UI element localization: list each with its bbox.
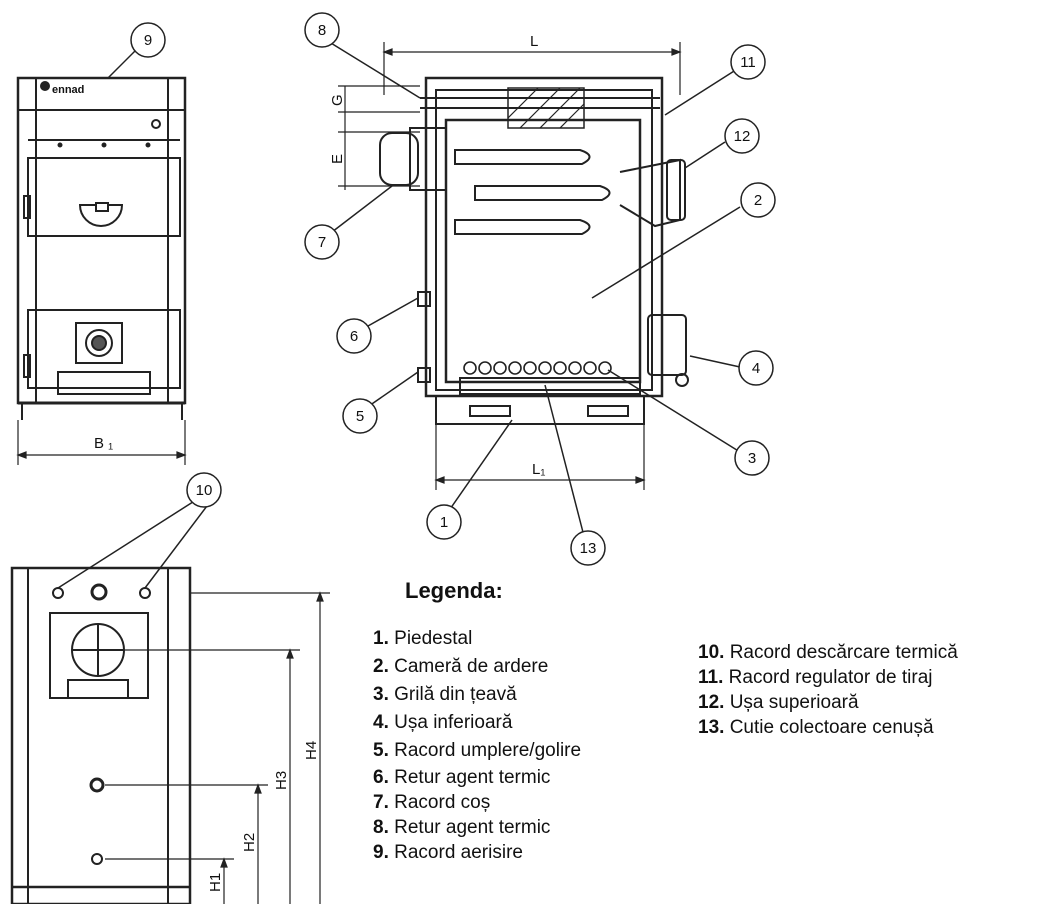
legend-column-right: 10. Racord descărcare termică 11. Racord… — [698, 640, 958, 740]
dim-E: E — [329, 154, 346, 164]
dim-H1: H1 — [207, 873, 224, 892]
svg-text:2: 2 — [754, 192, 762, 209]
callouts: 9 8 11 12 2 7 6 4 5 3 10 1 13 — [130, 12, 776, 566]
callout-5: 5 — [342, 398, 378, 434]
callout-4: 4 — [738, 350, 774, 386]
svg-text:13: 13 — [580, 540, 597, 557]
legend-item-13: 13. Cutie colectoare cenușă — [698, 717, 934, 738]
callout-6: 6 — [336, 318, 372, 354]
legend-item-7: 7. Racord coș — [373, 792, 491, 813]
svg-text:5: 5 — [356, 408, 364, 425]
front-view — [16, 76, 187, 420]
svg-text:11: 11 — [740, 54, 756, 71]
legend-column-left: 1. Piedestal 2. Cameră de ardere 3. Gril… — [373, 625, 581, 865]
dim-L: L — [530, 33, 538, 50]
callout-11: 11 — [730, 44, 766, 80]
svg-text:12: 12 — [734, 128, 751, 145]
legend-item-1: 1. Piedestal — [373, 628, 473, 649]
dim-H2: H2 — [241, 833, 258, 852]
callout-1: 1 — [426, 504, 462, 540]
legend-item-11: 11. Racord regulator de tiraj — [698, 667, 933, 688]
svg-text:8: 8 — [318, 22, 326, 39]
dim-G: G — [329, 94, 346, 106]
legend-item-3: 3. Grilă din țeavă — [373, 684, 517, 705]
callout-2: 2 — [740, 182, 776, 218]
legend-item-2: 2. Cameră de ardere — [373, 656, 549, 677]
svg-text:10: 10 — [196, 482, 213, 499]
svg-text:1: 1 — [440, 514, 448, 531]
dim-H4: H4 — [303, 741, 320, 760]
dimension-labels: L L₁ B ₁ ennad G E H4 H3 H2 H1 — [52, 33, 545, 892]
dim-B1: B ₁ — [94, 435, 113, 452]
brand-logo-icon — [40, 81, 50, 91]
callout-9: 9 — [130, 22, 166, 58]
legend-title: Legenda: — [405, 578, 503, 603]
dim-L1: L₁ — [532, 461, 545, 478]
legend-item-4: 4. Ușa inferioară — [373, 712, 513, 733]
legend-item-12: 12. Ușa superioară — [698, 692, 859, 713]
callout-10: 10 — [186, 472, 222, 508]
brand-logo: ennad — [52, 84, 84, 96]
callout-8: 8 — [304, 12, 340, 48]
callout-13: 13 — [570, 530, 606, 566]
legend-item-9: 9. Racord aerisire — [373, 842, 523, 863]
legend-item-6: 6. Retur agent termic — [373, 767, 551, 788]
legend-item-8: 8. Retur agent termic — [373, 817, 551, 838]
svg-text:6: 6 — [350, 328, 358, 345]
side-section-view — [379, 76, 689, 425]
callout-3: 3 — [734, 440, 770, 476]
callout-12: 12 — [724, 118, 760, 154]
dim-H3: H3 — [273, 771, 290, 790]
callout-7: 7 — [304, 224, 340, 260]
svg-text:7: 7 — [318, 234, 326, 251]
legend-item-5: 5. Racord umplere/golire — [373, 740, 582, 761]
legend-item-10: 10. Racord descărcare termică — [698, 642, 958, 663]
svg-text:4: 4 — [752, 360, 760, 377]
svg-text:3: 3 — [748, 450, 756, 467]
svg-text:9: 9 — [144, 32, 152, 49]
rear-view — [10, 566, 192, 904]
